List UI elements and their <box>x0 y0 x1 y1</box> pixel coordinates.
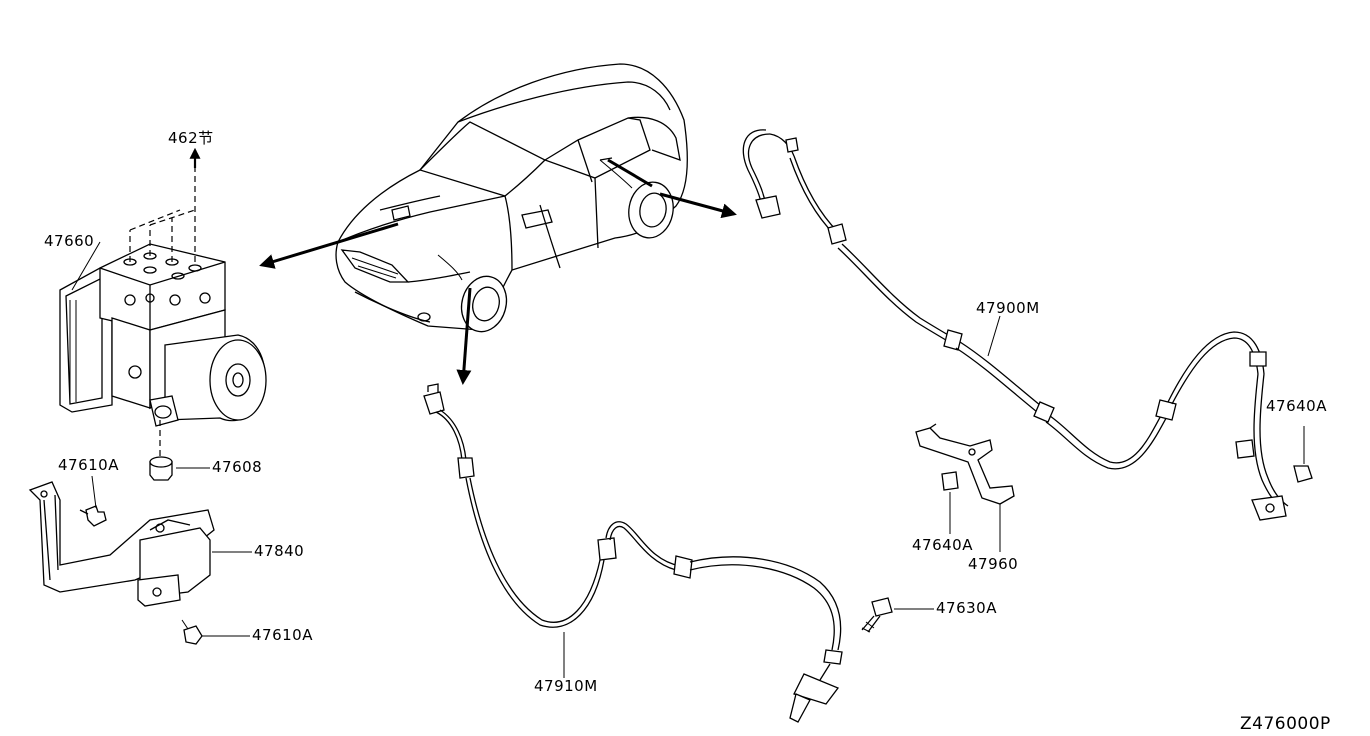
callout-47610a-upper: 47610A <box>58 456 119 474</box>
callout-47610a-lower: 47610A <box>252 626 313 644</box>
front-wheel-sensor <box>423 383 843 723</box>
rear-bolt-bracket <box>941 471 959 491</box>
rear-bolt-right <box>1293 465 1313 483</box>
callout-47840: 47840 <box>254 542 304 560</box>
rear-sensor-bracket <box>915 423 1015 505</box>
locator-arrow-front-sensor <box>456 287 472 385</box>
ref-section-label: 462节 <box>168 129 214 147</box>
abs-actuator-unit <box>59 168 267 427</box>
vehicle-illustration <box>335 63 688 333</box>
rear-wheel-sensor <box>742 129 1289 521</box>
callout-47910m: 47910M <box>534 677 598 695</box>
callout-47608: 47608 <box>212 458 262 476</box>
callout-47630a: 47630A <box>936 599 997 617</box>
grommet-part <box>149 420 173 481</box>
locator-arrow-rear-sensor <box>659 192 737 219</box>
bolt-upper <box>79 505 107 527</box>
bolt-lower <box>181 619 203 645</box>
callout-47660: 47660 <box>44 232 94 250</box>
locator-arrow-actuator <box>259 222 399 269</box>
actuator-bracket <box>28 481 215 607</box>
diagram-code: Z476000P <box>1240 714 1331 734</box>
callout-47640a-bracket: 47640A <box>912 536 973 554</box>
callout-47900m: 47900M <box>976 299 1040 317</box>
callout-47960: 47960 <box>968 555 1018 573</box>
callout-47640a-right: 47640A <box>1266 397 1327 415</box>
front-sensor-bolt <box>861 597 893 633</box>
